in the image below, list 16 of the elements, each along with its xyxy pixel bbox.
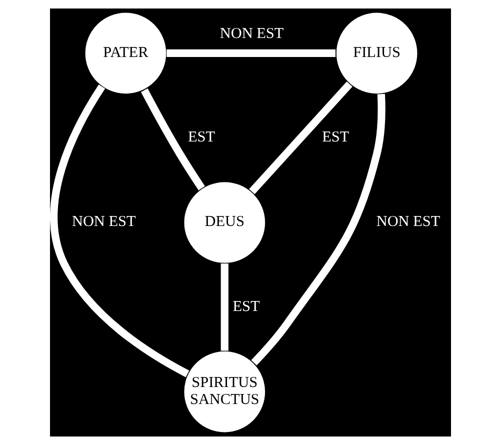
edge-label: NON EST	[376, 213, 440, 230]
node-circle: FILIUS	[334, 12, 418, 95]
edge-label: EST	[322, 128, 349, 146]
edge-label: EST	[232, 298, 260, 315]
edge-label: NON EST	[71, 213, 136, 230]
edge-label: NON EST	[219, 24, 284, 42]
connector	[220, 264, 228, 351]
node-circle: PATER	[84, 12, 167, 95]
connector	[250, 94, 385, 366]
connector	[140, 88, 204, 190]
connector	[248, 82, 352, 194]
connector	[166, 49, 336, 57]
connector	[50, 84, 189, 378]
node-circle: SPIRITUS SANCTUS	[182, 350, 266, 434]
edge-label: EST	[188, 128, 215, 146]
node-circle: DEUS	[182, 181, 266, 264]
